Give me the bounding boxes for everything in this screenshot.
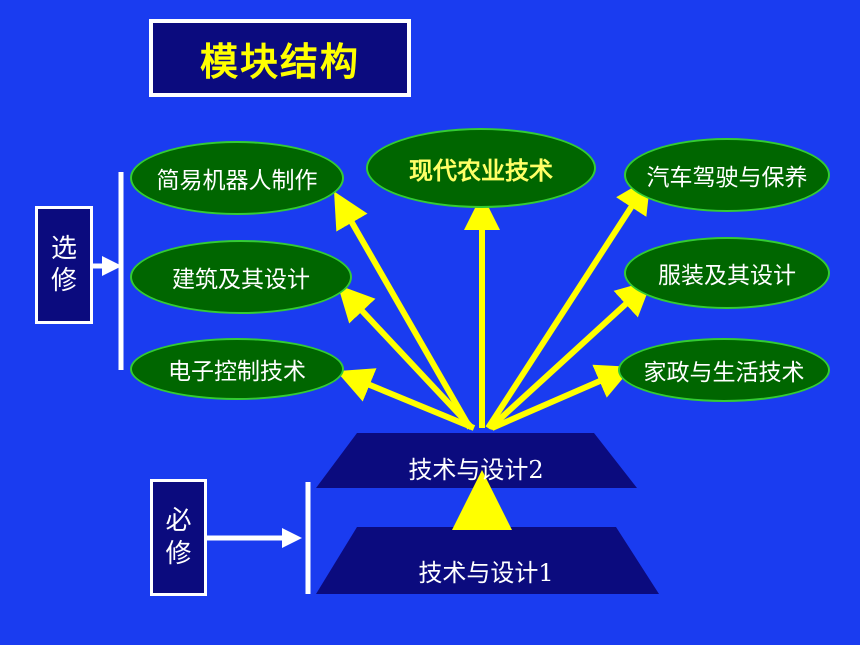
arrow-to-electronics (336, 368, 476, 431)
arrow-to-driving (485, 176, 651, 430)
arrow-to-clothing (487, 279, 653, 431)
arrow-to-robot (334, 191, 473, 430)
required-label-char-2: 修 (165, 538, 192, 569)
fan-arrows (334, 176, 653, 431)
module-robot: 简易机器人制作 (130, 141, 344, 215)
elective-label-char-1: 选 (50, 233, 77, 264)
module-home: 家政与生活技术 (618, 338, 830, 402)
design1-trapezoid (316, 527, 659, 594)
module-driving: 汽车驾驶与保养 (624, 138, 830, 212)
required-label-box: 必 修 (150, 479, 207, 596)
required-label-char-1: 必 (165, 506, 192, 536)
module-agriculture: 现代农业技术 (366, 128, 596, 208)
core-design1-label: 技术与设计1 (418, 559, 554, 587)
elective-label-box: 选 修 (35, 206, 93, 324)
design2-trapezoid (316, 433, 637, 488)
elective-label-char-2: 修 (50, 266, 77, 296)
module-clothing: 服装及其设计 (624, 237, 830, 309)
module-electronics: 电子控制技术 (130, 338, 344, 400)
arrow-to-home (490, 364, 633, 431)
module-architecture: 建筑及其设计 (130, 240, 352, 314)
page-title: 模块结构 (149, 19, 411, 97)
arrow-to-architecture (337, 284, 475, 431)
core-design2-label: 技术与设计2 (408, 456, 544, 484)
